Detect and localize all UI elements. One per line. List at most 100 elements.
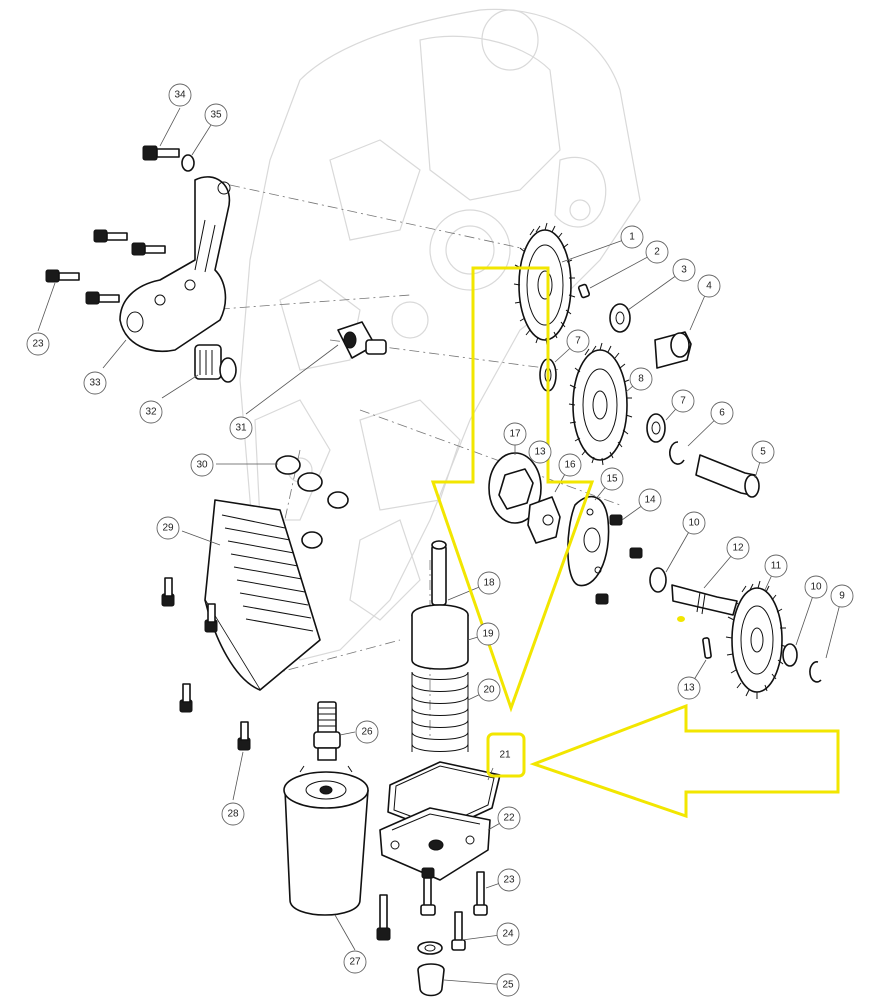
callout-number: 12 — [732, 543, 744, 554]
callout-number: 2 — [654, 247, 660, 258]
callout-25: 25 — [496, 973, 520, 997]
callout-circle — [229, 416, 253, 440]
callout-15: 15 — [600, 467, 624, 491]
small-parts-right — [539, 283, 822, 683]
callout-number: 24 — [502, 929, 514, 940]
bolts-left — [45, 145, 195, 305]
callout-16: 16 — [558, 453, 582, 477]
gear-part-11 — [725, 580, 788, 699]
callout-24: 24 — [496, 922, 520, 946]
callout-number: 13 — [534, 447, 546, 458]
relief-valve-parts — [411, 540, 469, 752]
callout-number: 3 — [681, 265, 687, 276]
callout-6: 6 — [710, 401, 734, 425]
callout-number: 31 — [235, 423, 247, 434]
callout-26: 26 — [355, 720, 379, 744]
callout-number: 33 — [89, 378, 101, 389]
callout-22: 22 — [497, 806, 521, 830]
callout-circle — [558, 453, 582, 477]
callout-27: 27 — [343, 950, 367, 974]
callout-number: 8 — [638, 374, 644, 385]
callout-number: 9 — [839, 591, 845, 602]
callout-circle — [566, 329, 590, 353]
callout-1: 1 — [620, 225, 644, 249]
callout-circle — [600, 467, 624, 491]
oil-pump-parts — [488, 452, 643, 605]
callout-number: 14 — [644, 495, 656, 506]
callout-number: 27 — [349, 957, 361, 968]
callout-21: 21 — [499, 750, 511, 761]
oil-cooler-parts — [161, 499, 321, 751]
bracket-33 — [119, 176, 231, 352]
callout-number: 22 — [503, 813, 515, 824]
callout-13: 13 — [677, 676, 701, 700]
callout-7: 7 — [671, 389, 695, 413]
callout-number: 17 — [509, 429, 521, 440]
callout-circle — [830, 584, 854, 608]
callout-number: 18 — [483, 578, 495, 589]
callout-28: 28 — [221, 802, 245, 826]
callout-12: 12 — [726, 536, 750, 560]
callout-number: 13 — [683, 683, 695, 694]
callout-number: 28 — [227, 809, 239, 820]
callout-circle — [343, 950, 367, 974]
o-rings-30 — [275, 455, 349, 549]
callout-circle — [672, 258, 696, 282]
callout-14: 14 — [638, 488, 662, 512]
callout-23: 23 — [26, 332, 50, 356]
callout-circle — [629, 367, 653, 391]
callout-circle — [677, 676, 701, 700]
callout-9: 9 — [830, 584, 854, 608]
callout-circle — [620, 225, 644, 249]
callout-30: 30 — [190, 453, 214, 477]
callout-number: 6 — [719, 408, 725, 419]
callout-circle — [139, 400, 163, 424]
callout-circle — [528, 440, 552, 464]
callout-circle — [477, 678, 501, 702]
callout-circle — [190, 453, 214, 477]
callout-number: 15 — [606, 474, 618, 485]
callout-circle — [503, 422, 527, 446]
callout-number: 20 — [483, 685, 495, 696]
callout-circle — [497, 806, 521, 830]
callout-number: 11 — [771, 561, 782, 572]
callout-17: 17 — [503, 422, 527, 446]
callout-11: 11 — [764, 554, 788, 578]
callout-circle — [638, 488, 662, 512]
gear-part-1 — [513, 222, 576, 346]
callout-circle — [645, 240, 669, 264]
callout-number: 23 — [503, 875, 515, 886]
callout-number: 25 — [502, 980, 514, 991]
bolts-bottom — [376, 867, 488, 997]
callout-circle — [671, 389, 695, 413]
callout-number: 5 — [760, 447, 766, 458]
callout-circle — [726, 536, 750, 560]
callout-circle — [477, 571, 501, 595]
callout-number: 30 — [196, 460, 208, 471]
gear-part-8 — [568, 342, 633, 466]
callout-number: 7 — [575, 336, 581, 347]
callout-circle — [168, 83, 192, 107]
callout-18: 18 — [477, 571, 501, 595]
callout-8: 8 — [629, 367, 653, 391]
callout-circle — [751, 440, 775, 464]
callout-20: 20 — [477, 678, 501, 702]
callout-number: 29 — [162, 523, 174, 534]
callout-5: 5 — [751, 440, 775, 464]
highlight-arrow-down — [430, 266, 595, 713]
callout-number: 10 — [810, 582, 822, 593]
callout-2: 2 — [645, 240, 669, 264]
callout-32: 32 — [139, 400, 163, 424]
callout-29: 29 — [156, 516, 180, 540]
callout-34: 34 — [168, 83, 192, 107]
callout-circle — [204, 103, 228, 127]
callout-13: 13 — [528, 440, 552, 464]
sensor-31 — [337, 321, 387, 359]
callout-3: 3 — [672, 258, 696, 282]
callout-number: 19 — [482, 629, 494, 640]
callout-33: 33 — [83, 371, 107, 395]
callout-19: 19 — [476, 622, 500, 646]
callout-circle — [682, 511, 706, 535]
